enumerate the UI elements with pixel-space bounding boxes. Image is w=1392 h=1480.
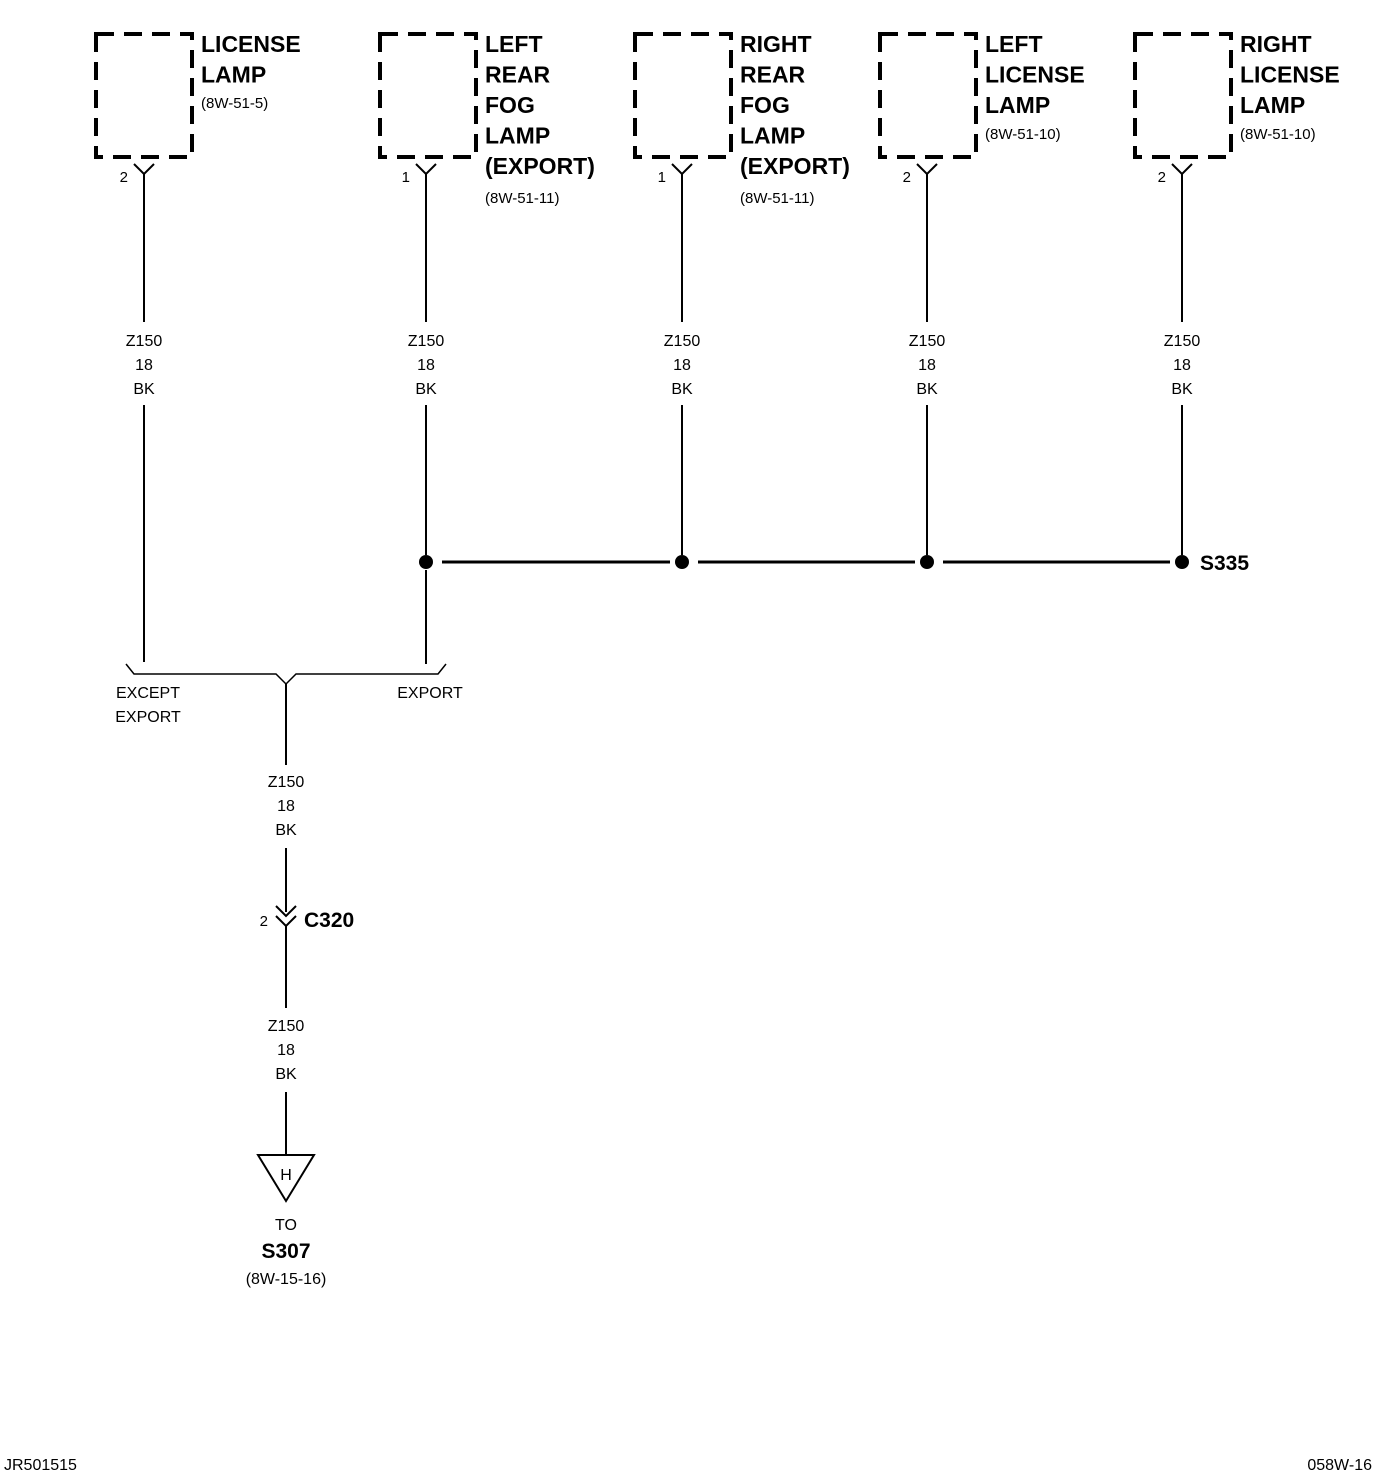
component-1: LICENSE LAMP (8W-51-5) 2: [94, 31, 301, 186]
component-label-line: FOG: [485, 92, 535, 118]
component-pin: 2: [1158, 169, 1166, 186]
component-3: RIGHT REAR FOG LAMP (EXPORT) (8W-51-11) 1: [633, 31, 850, 207]
component-label-line: LEFT: [985, 31, 1043, 57]
component-label-line: RIGHT: [740, 31, 812, 57]
component-box: [378, 32, 478, 159]
wire-circuit: Z150: [268, 774, 305, 791]
component-label-line: REAR: [485, 62, 551, 88]
connector-pin: 2: [260, 913, 268, 930]
branch-label-except-export: EXPORT: [115, 709, 181, 726]
component-label-line: LAMP: [1240, 92, 1305, 118]
wire-gauge: 18: [277, 798, 295, 815]
component-label-line: RIGHT: [1240, 31, 1312, 57]
wire-color: BK: [1171, 381, 1193, 398]
component-label-line: LAMP: [985, 92, 1050, 118]
ground-to: TO: [275, 1217, 297, 1234]
component-label-line: REAR: [740, 62, 806, 88]
wire-color: BK: [671, 381, 693, 398]
triangle-icon: [256, 1154, 316, 1203]
ground-ref: (8W-15-16): [246, 1271, 327, 1288]
wire-circuit: Z150: [909, 333, 946, 350]
component-label-line: LICENSE: [201, 31, 301, 57]
component-pin: 2: [120, 169, 128, 186]
wire-circuit: Z150: [268, 1018, 305, 1035]
ground-letter: H: [280, 1167, 292, 1184]
component-label-line: LAMP: [485, 123, 550, 149]
component-ref: (8W-51-5): [201, 95, 268, 112]
splice-s335: S335: [414, 552, 1249, 575]
wire-gauge: 18: [673, 357, 691, 374]
pin-terminal: [1171, 163, 1193, 176]
component-2: LEFT REAR FOG LAMP (EXPORT) (8W-51-11) 1: [378, 31, 595, 207]
pin-terminal: [415, 163, 437, 176]
branch-label-export: EXPORT: [397, 685, 463, 702]
component-ref: (8W-51-11): [740, 190, 814, 207]
wire-circuit: Z150: [408, 333, 445, 350]
component-label-line: LICENSE: [1240, 62, 1340, 88]
component-label-line: LAMP: [201, 62, 266, 88]
pin-terminal: [133, 163, 155, 176]
component-box: [633, 32, 733, 159]
wire-color: BK: [133, 381, 155, 398]
wire-color: BK: [916, 381, 938, 398]
splice-dot: [419, 555, 433, 569]
wire-color: BK: [275, 1066, 297, 1083]
ground-terminal: H TO S307 (8W-15-16): [246, 1154, 327, 1288]
component-label-line: LEFT: [485, 31, 543, 57]
wire-gauge: 18: [417, 357, 435, 374]
lower-wire: Z150 18 BK 2 C320 Z150 18 BK H TO S307 (…: [246, 684, 354, 1288]
wire-gauge: 18: [918, 357, 936, 374]
wire-color: BK: [415, 381, 437, 398]
component-label-line: LICENSE: [985, 62, 1085, 88]
wire-gauge: 18: [277, 1042, 295, 1059]
connector-c320: 2 C320: [260, 905, 354, 932]
component-label-line: FOG: [740, 92, 790, 118]
connector-id: C320: [304, 909, 354, 932]
component-box: [878, 32, 978, 159]
branch-label-except: EXCEPT: [116, 685, 180, 702]
component-box: [94, 32, 194, 159]
component-5: RIGHT LICENSE LAMP (8W-51-10) 2: [1133, 31, 1340, 186]
component-4: LEFT LICENSE LAMP (8W-51-10) 2: [878, 31, 1085, 186]
component-pin: 1: [658, 169, 666, 186]
component-label-line: (EXPORT): [740, 153, 850, 179]
wire-circuit: Z150: [1164, 333, 1201, 350]
wire-color: BK: [275, 822, 297, 839]
component-ref: (8W-51-10): [985, 126, 1061, 143]
component-pin: 1: [402, 169, 410, 186]
component-box: [1133, 32, 1233, 159]
wire-circuit: Z150: [664, 333, 701, 350]
component-label-line: LAMP: [740, 123, 805, 149]
wire-gauge: 18: [1173, 357, 1191, 374]
footer-left: JR501515: [4, 1457, 77, 1474]
component-label-line: (EXPORT): [485, 153, 595, 179]
splice-dot: [920, 555, 934, 569]
component-ref: (8W-51-11): [485, 190, 559, 207]
branch-bracket: [125, 663, 447, 686]
splice-dot: [1175, 555, 1189, 569]
ground-dest: S307: [261, 1240, 310, 1263]
splice-id: S335: [1200, 552, 1249, 575]
wire-gauge: 18: [135, 357, 153, 374]
splice-dot: [675, 555, 689, 569]
wire-circuit: Z150: [126, 333, 163, 350]
pin-terminal: [671, 163, 693, 176]
footer-right: 058W-16: [1307, 1457, 1372, 1474]
pin-terminal: [916, 163, 938, 176]
option-branch: EXCEPT EXPORT EXPORT: [115, 663, 463, 726]
component-ref: (8W-51-10): [1240, 126, 1316, 143]
component-pin: 2: [903, 169, 911, 186]
components-layer: LICENSE LAMP (8W-51-5) 2 LEFT REAR FOG LAMP (EXP…: [94, 31, 1340, 207]
